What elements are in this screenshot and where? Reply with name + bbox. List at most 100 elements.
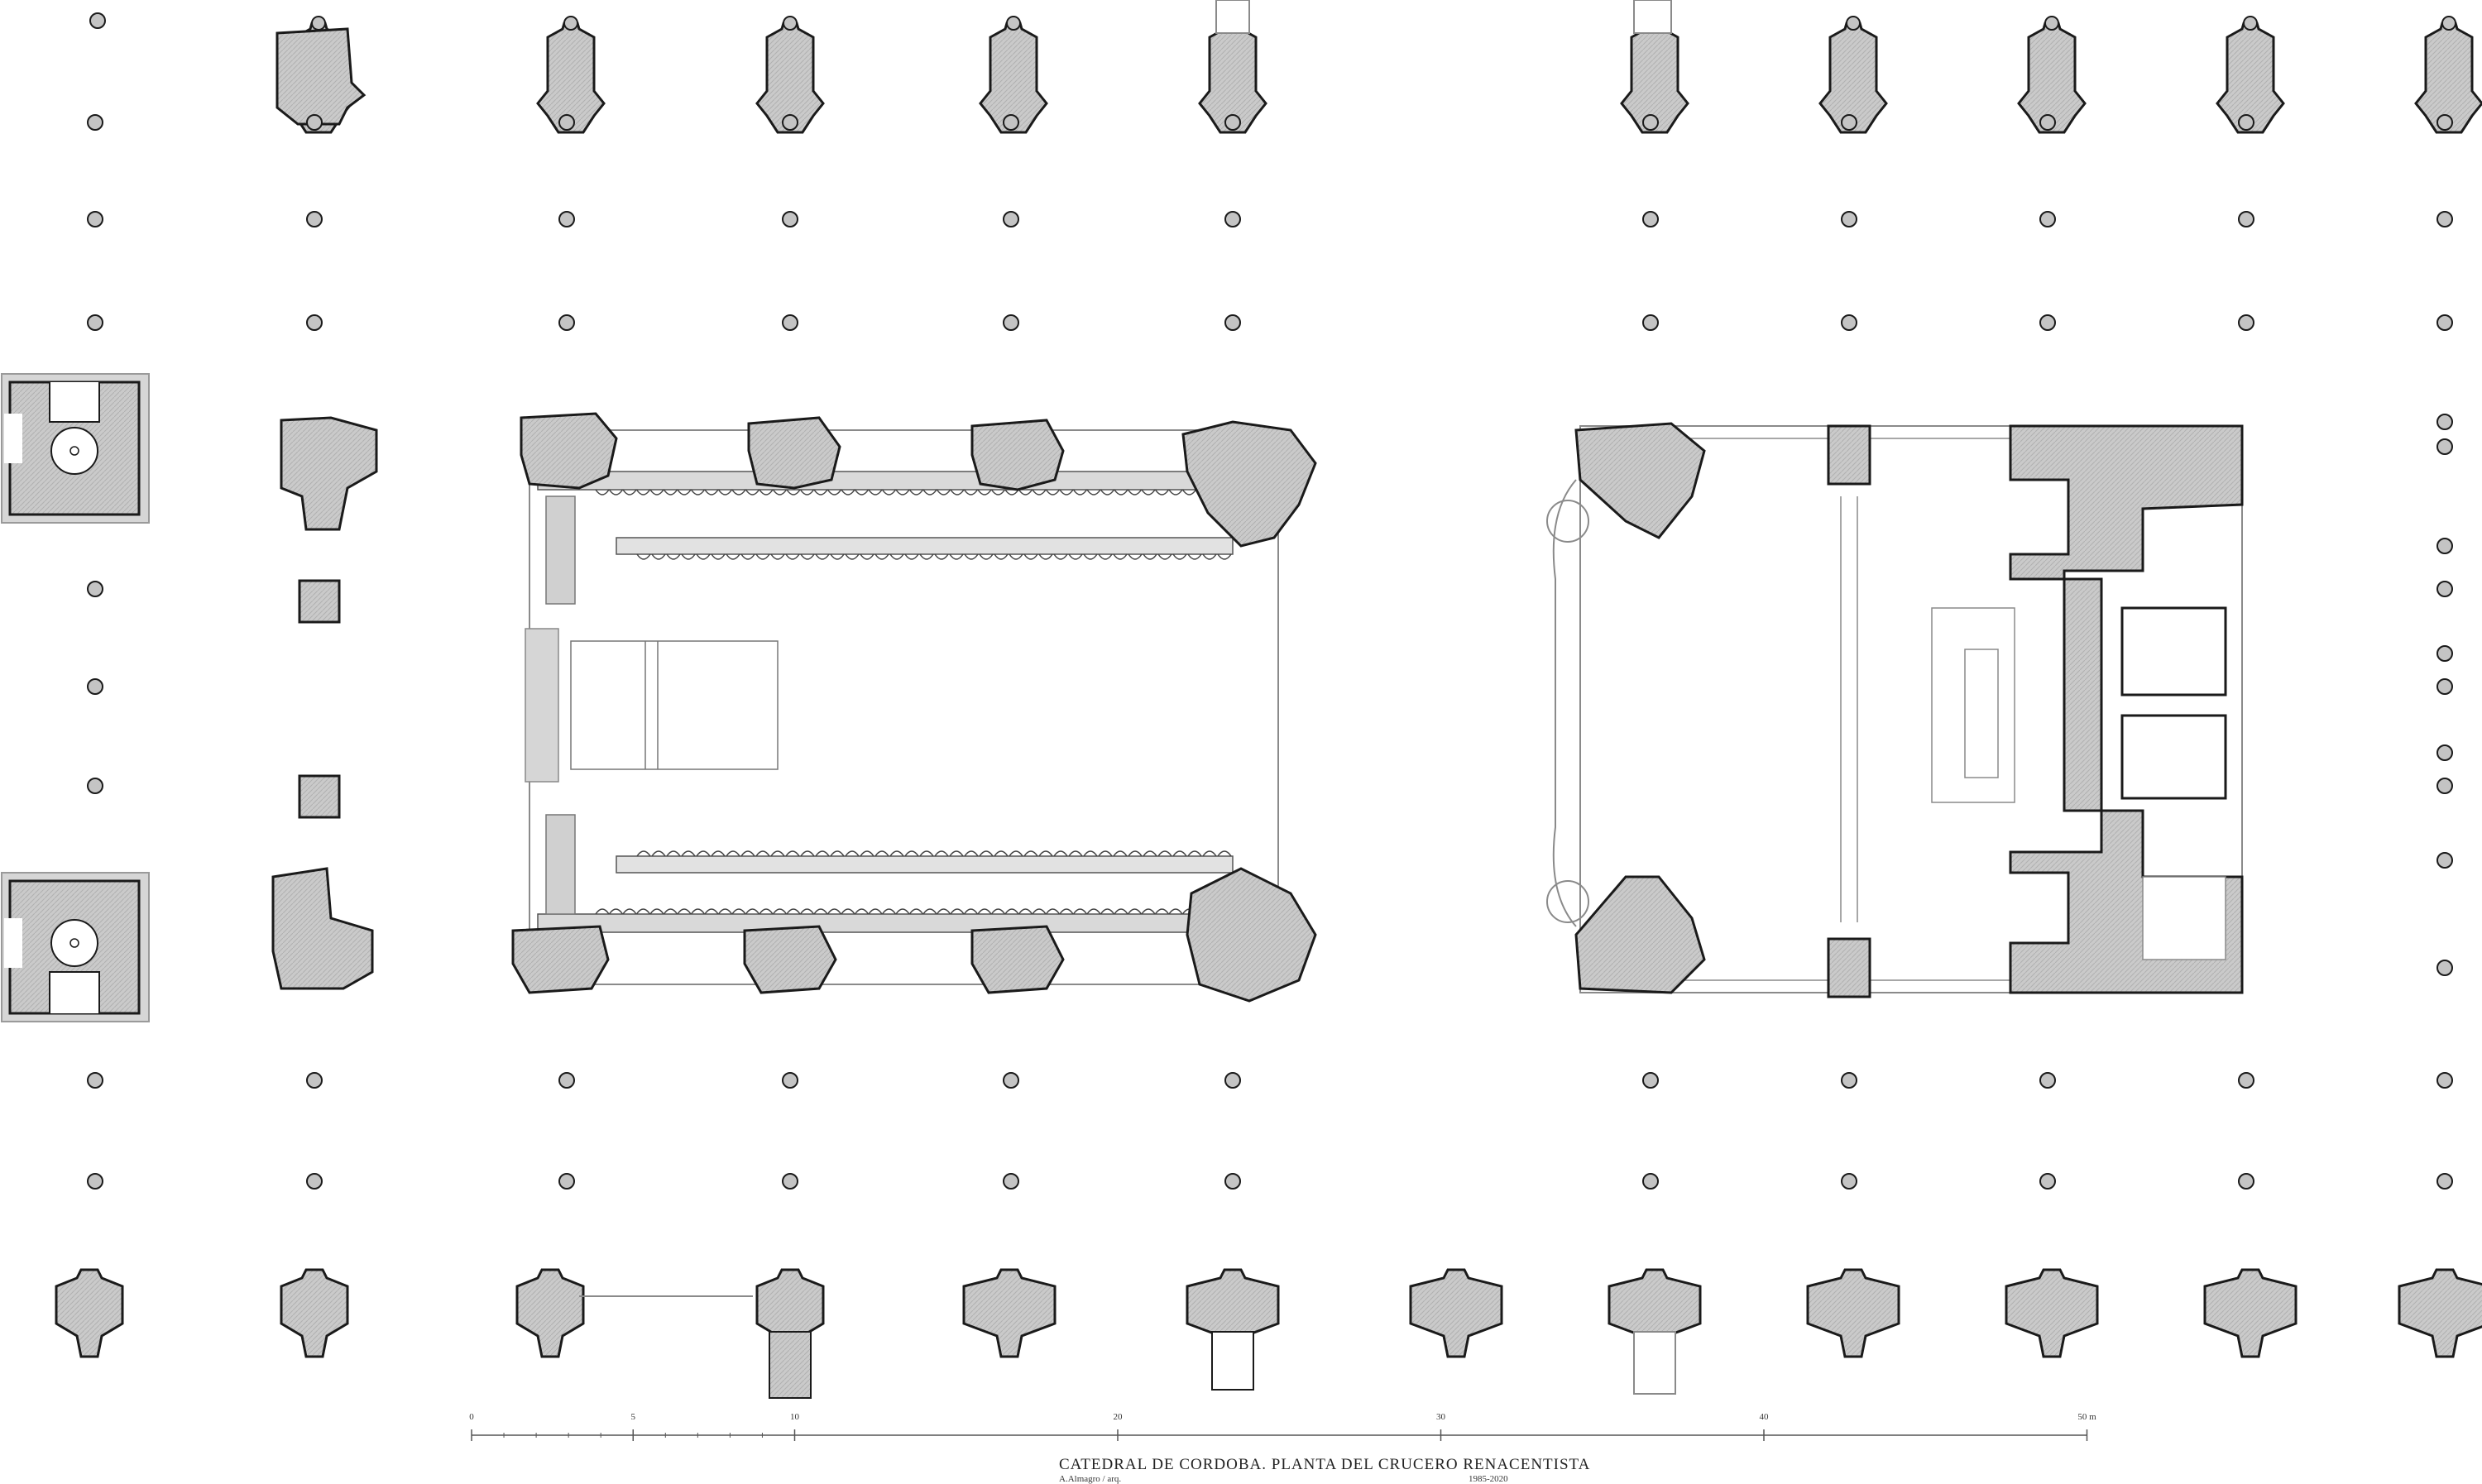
stall bbox=[1053, 850, 1068, 857]
stall bbox=[1009, 553, 1023, 560]
stall bbox=[815, 553, 830, 560]
stall bbox=[663, 489, 678, 495]
stall bbox=[649, 489, 664, 495]
stall bbox=[1032, 908, 1047, 915]
pier bbox=[276, 27, 367, 126]
column bbox=[1224, 1173, 1241, 1190]
north-stair-tower bbox=[1, 373, 150, 524]
column bbox=[2238, 1072, 2254, 1089]
column bbox=[782, 211, 798, 227]
column bbox=[558, 211, 575, 227]
stall bbox=[608, 908, 624, 915]
stall bbox=[963, 489, 979, 495]
stall bbox=[696, 553, 711, 560]
stall bbox=[889, 553, 904, 560]
stall bbox=[1009, 850, 1023, 857]
stall bbox=[681, 553, 696, 560]
stall bbox=[711, 850, 726, 857]
column bbox=[2436, 538, 2453, 554]
stall bbox=[772, 908, 788, 915]
pier bbox=[2005, 1268, 2099, 1358]
column bbox=[87, 1173, 103, 1190]
west-pier-cluster bbox=[271, 416, 378, 990]
pier bbox=[1806, 1268, 1900, 1358]
stall bbox=[1157, 553, 1172, 560]
stall bbox=[830, 553, 845, 560]
stall bbox=[651, 553, 666, 560]
stall bbox=[690, 489, 706, 495]
stall bbox=[770, 553, 785, 560]
pier-column bbox=[311, 16, 326, 31]
stall bbox=[726, 553, 740, 560]
drawing-title: CATEDRAL DE CORDOBA. PLANTA DEL CRUCERO … bbox=[1059, 1456, 1591, 1473]
stall bbox=[1217, 850, 1232, 857]
column bbox=[2436, 645, 2453, 662]
stall bbox=[786, 908, 801, 915]
stall bbox=[717, 908, 733, 915]
column bbox=[2039, 114, 2056, 131]
column bbox=[2436, 1072, 2453, 1089]
stall bbox=[977, 908, 992, 915]
stall bbox=[1100, 908, 1115, 915]
stall bbox=[994, 553, 1009, 560]
column bbox=[1841, 1173, 1857, 1190]
stall bbox=[936, 489, 951, 495]
pier bbox=[55, 1268, 124, 1358]
stall bbox=[595, 908, 610, 915]
stall bbox=[994, 850, 1009, 857]
stall bbox=[1154, 489, 1170, 495]
stall bbox=[1217, 553, 1232, 560]
pier-column bbox=[563, 16, 578, 31]
column bbox=[1003, 211, 1019, 227]
scale-label: 40 bbox=[1760, 1412, 1770, 1422]
stall bbox=[813, 489, 828, 495]
stall bbox=[919, 850, 934, 857]
column bbox=[558, 1173, 575, 1190]
column bbox=[306, 211, 323, 227]
column bbox=[306, 114, 323, 131]
column bbox=[1224, 1072, 1241, 1089]
stall bbox=[1086, 908, 1101, 915]
stall bbox=[977, 489, 992, 495]
pier bbox=[2398, 1268, 2482, 1358]
stall bbox=[799, 908, 815, 915]
stall bbox=[666, 553, 681, 560]
column bbox=[87, 778, 103, 794]
stall bbox=[717, 489, 733, 495]
stall bbox=[651, 850, 666, 857]
column bbox=[1003, 1173, 1019, 1190]
stall bbox=[711, 553, 726, 560]
stall bbox=[731, 489, 746, 495]
stall bbox=[1113, 850, 1128, 857]
column bbox=[2238, 1173, 2254, 1190]
stall bbox=[934, 553, 949, 560]
south-stair-tower bbox=[1, 872, 150, 1022]
stall bbox=[1128, 553, 1143, 560]
stall bbox=[904, 553, 919, 560]
column bbox=[1224, 114, 1241, 131]
choir-piers bbox=[511, 412, 1317, 1003]
column bbox=[2436, 1173, 2453, 1190]
column bbox=[1642, 314, 1659, 331]
stall bbox=[979, 850, 994, 857]
stall bbox=[1143, 553, 1157, 560]
column bbox=[2436, 744, 2453, 761]
pier-column bbox=[1006, 16, 1021, 31]
stall bbox=[1127, 908, 1143, 915]
stall bbox=[800, 850, 815, 857]
stall bbox=[990, 489, 1006, 495]
stall bbox=[922, 908, 937, 915]
column bbox=[1003, 314, 1019, 331]
stall bbox=[963, 908, 979, 915]
stall bbox=[889, 850, 904, 857]
column bbox=[2436, 778, 2453, 794]
column bbox=[1003, 1072, 1019, 1089]
column bbox=[1841, 1072, 1857, 1089]
scale-label: 50 m bbox=[2077, 1412, 2096, 1422]
stall bbox=[895, 489, 910, 495]
stall bbox=[635, 908, 651, 915]
stall bbox=[696, 850, 711, 857]
choir-enclosure bbox=[525, 429, 1279, 985]
column bbox=[1224, 211, 1241, 227]
column bbox=[2436, 414, 2453, 430]
